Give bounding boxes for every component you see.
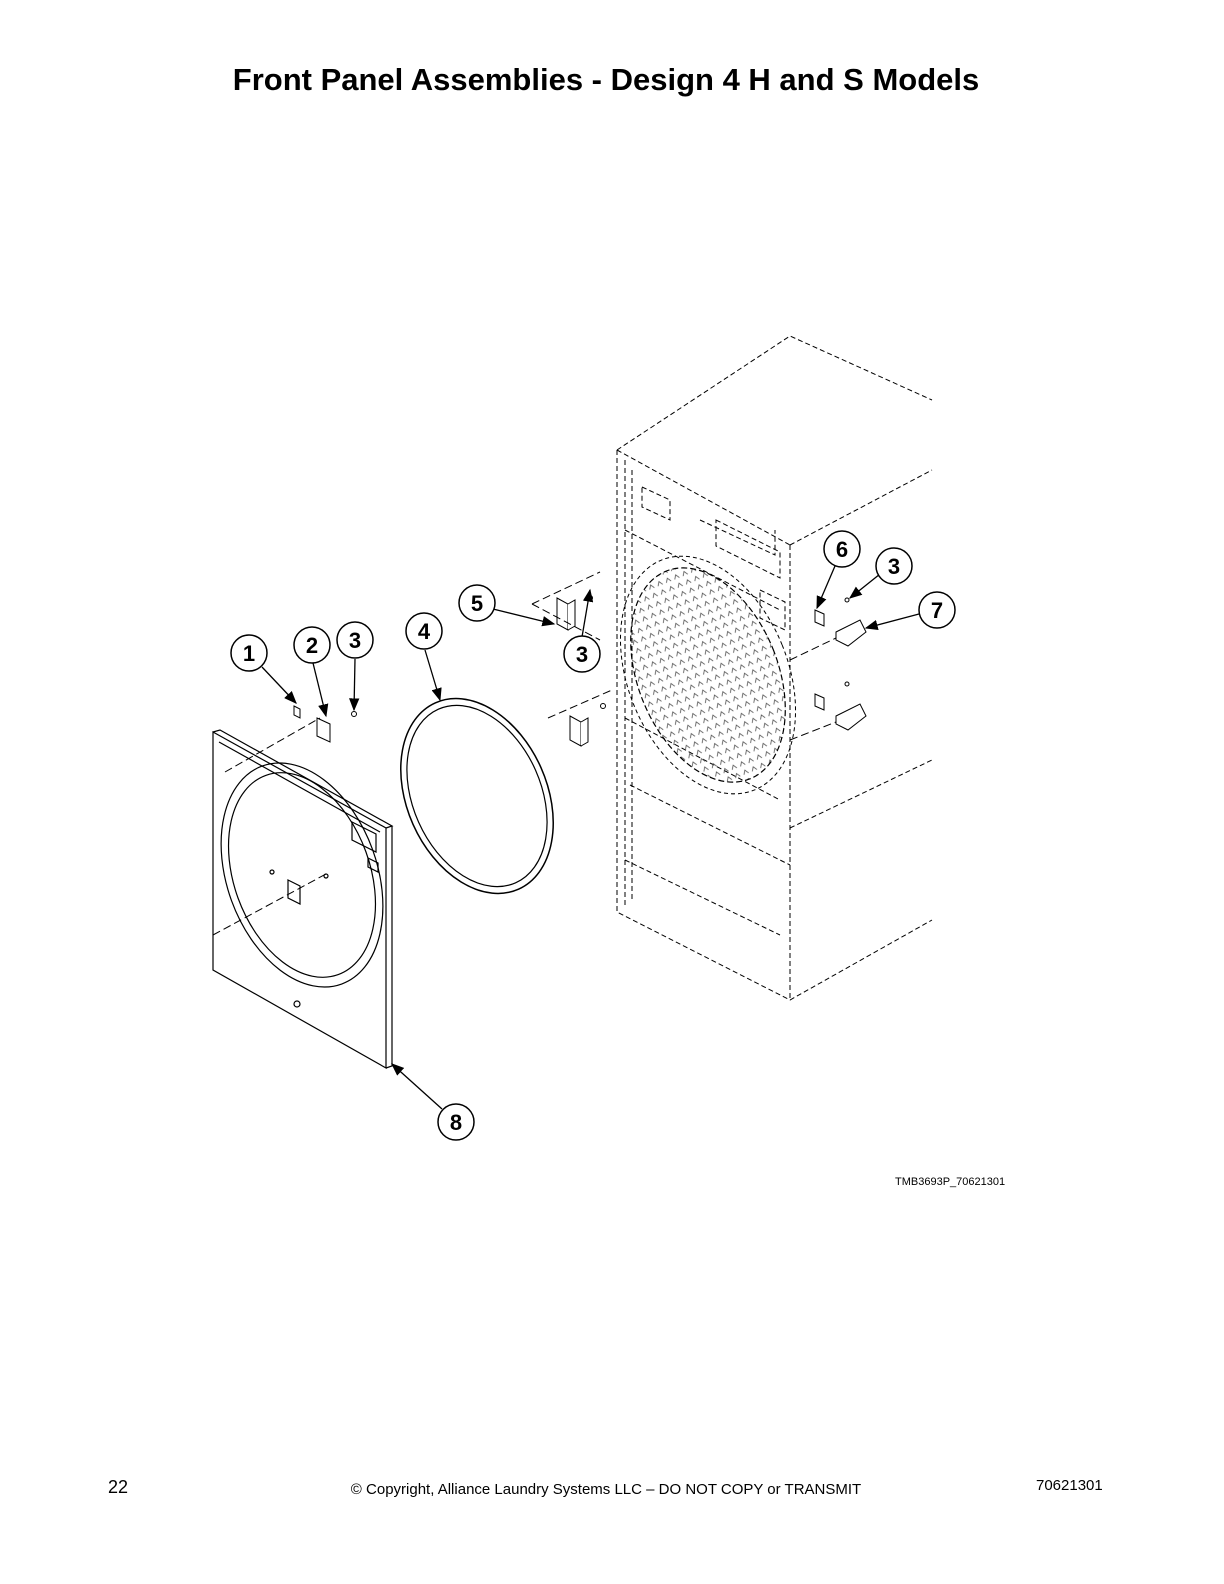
- front-panel: [212, 729, 394, 1070]
- latch-parts: [293, 705, 357, 743]
- svg-text:2: 2: [306, 633, 318, 658]
- callout-2: 2: [293, 626, 331, 664]
- callout-6: 6: [823, 530, 861, 568]
- svg-text:6: 6: [836, 537, 848, 562]
- callout-3-bracket: 3: [563, 635, 601, 673]
- svg-text:3: 3: [349, 628, 361, 653]
- panel-leader-lines: [212, 717, 327, 936]
- page-number: 22: [108, 1477, 129, 1497]
- svg-text:1: 1: [243, 641, 255, 666]
- door-gasket: [400, 697, 554, 895]
- drum-opening: [619, 555, 797, 795]
- svg-text:3: 3: [888, 554, 900, 579]
- cabinet-brackets: [556, 595, 867, 747]
- callout-8: 8: [437, 1103, 475, 1141]
- svg-text:7: 7: [931, 598, 943, 623]
- callout-3-cabinet: 3: [875, 547, 913, 585]
- callout-7: 7: [918, 591, 956, 629]
- svg-text:8: 8: [450, 1110, 462, 1135]
- copyright-notice: © Copyright, Alliance Laundry Systems LL…: [350, 1481, 862, 1498]
- callout-5: 5: [458, 584, 496, 622]
- figure-id: TMB3693P_70621301: [895, 1176, 1006, 1188]
- page-title: Front Panel Assemblies - Design 4 H and …: [232, 62, 980, 97]
- callout-arrows: [261, 565, 920, 1110]
- document-number: 70621301: [1036, 1477, 1103, 1494]
- callout-3-latch: 3: [336, 621, 374, 659]
- svg-text:3: 3: [576, 642, 588, 667]
- callout-1: 1: [230, 634, 268, 672]
- bracket-leader-lines: [531, 571, 837, 741]
- svg-text:5: 5: [471, 591, 483, 616]
- callout-4: 4: [405, 612, 443, 650]
- dryer-cabinet: [616, 335, 933, 1001]
- svg-text:4: 4: [418, 619, 431, 644]
